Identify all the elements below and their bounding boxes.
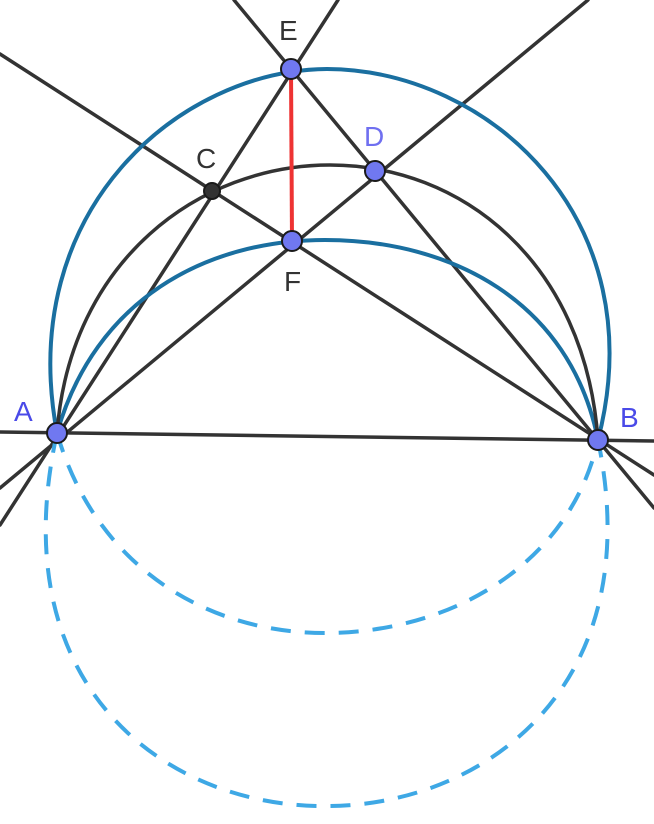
- labels-group: A B C D E F: [14, 15, 639, 433]
- label-b: B: [620, 402, 639, 433]
- label-c: C: [196, 143, 216, 174]
- label-e: E: [279, 15, 298, 46]
- point-f[interactable]: [281, 230, 303, 252]
- points-group: [46, 58, 609, 451]
- point-d[interactable]: [364, 160, 386, 182]
- lines-group: [0, 0, 654, 527]
- point-a[interactable]: [46, 422, 68, 444]
- point-b[interactable]: [587, 429, 609, 451]
- line-be: [232, 0, 654, 510]
- label-d: D: [364, 121, 384, 152]
- circle-acdb-arc: [55, 163, 600, 441]
- big-circle-lower-arc: [43, 432, 610, 809]
- small-circle-upper-arc: [55, 237, 600, 441]
- line-ab: [0, 430, 654, 443]
- point-c[interactable]: [203, 182, 221, 200]
- label-f: F: [284, 266, 301, 297]
- big-circle-upper-arc: [48, 66, 612, 441]
- small-circle-lower-arc: [55, 432, 600, 636]
- segment-ef: [289, 68, 294, 242]
- arcs-group: [43, 66, 612, 809]
- label-a: A: [14, 396, 33, 427]
- line-bc: [0, 52, 654, 477]
- point-e[interactable]: [280, 58, 302, 80]
